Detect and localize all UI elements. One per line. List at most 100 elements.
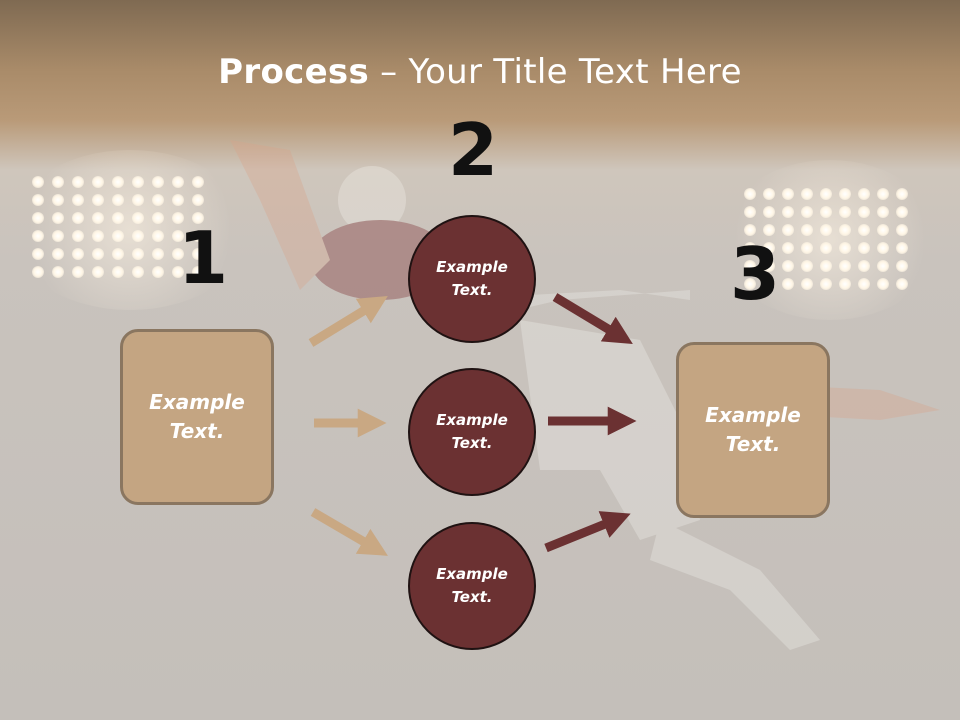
bottom-circle-text: Example Text. (436, 565, 508, 606)
stadium-light-dot (896, 206, 908, 218)
stadium-light-dot (820, 278, 832, 290)
stadium-light-dot (801, 260, 813, 272)
step-number-3: 3 (730, 232, 781, 316)
stadium-light-dot (92, 176, 104, 188)
stadium-light-dot (896, 242, 908, 254)
stadium-light-dot (92, 212, 104, 224)
stadium-light-dot (172, 194, 184, 206)
stadium-light-dot (763, 278, 775, 290)
stadium-light-dot (132, 194, 144, 206)
stadium-light-dot (896, 224, 908, 236)
slide-title: Process – Your Title Text Here (0, 52, 960, 92)
stadium-light-dot (92, 248, 104, 260)
stadium-light-dot (192, 176, 204, 188)
stadium-light-dot (172, 176, 184, 188)
stadium-light-dot (112, 230, 124, 242)
stadium-light-dot (763, 206, 775, 218)
arrow-box-to-top-circle (308, 295, 388, 347)
stadium-light-dot (72, 194, 84, 206)
stadium-light-dot (763, 188, 775, 200)
stadium-light-dot (32, 212, 44, 224)
stadium-light-dot (132, 266, 144, 278)
stadium-light-dot (896, 188, 908, 200)
stadium-light-dot (744, 188, 756, 200)
stadium-light-dot (112, 176, 124, 188)
stadium-light-dot (820, 242, 832, 254)
stadium-light-dot (112, 248, 124, 260)
stadium-light-dot (820, 206, 832, 218)
stadium-light-dot (782, 278, 794, 290)
stadium-light-dot (52, 212, 64, 224)
stadium-light-dot (744, 224, 756, 236)
stadium-light-dot (72, 212, 84, 224)
stadium-light-dot (839, 260, 851, 272)
stadium-light-dot (839, 278, 851, 290)
stadium-light-dot (782, 206, 794, 218)
stadium-light-dot (72, 230, 84, 242)
stadium-light-dot (782, 224, 794, 236)
title-bold: Process (218, 52, 370, 92)
stadium-light-dot (192, 230, 204, 242)
top-example-circle[interactable]: Example Text. (408, 215, 536, 343)
step-number-1: 1 (178, 216, 229, 300)
stadium-light-dot (152, 176, 164, 188)
stadium-light-dot (896, 278, 908, 290)
stadium-light-dot (858, 206, 870, 218)
stadium-light-dot (763, 260, 775, 272)
stadium-light-dot (820, 224, 832, 236)
stadium-light-dot (801, 278, 813, 290)
left-box-text: Example Text. (149, 390, 245, 443)
stadium-light-dot (152, 248, 164, 260)
stadium-light-dot (132, 248, 144, 260)
stadium-light-dot (896, 260, 908, 272)
stadium-light-dot (112, 266, 124, 278)
stadium-light-dot (801, 242, 813, 254)
bottom-example-circle[interactable]: Example Text. (408, 522, 536, 650)
stadium-light-dot (782, 188, 794, 200)
stadium-light-dot (172, 230, 184, 242)
arrow-bottom-circle-to-box (544, 511, 631, 553)
stadium-light-dot (782, 260, 794, 272)
stadium-light-dot (782, 242, 794, 254)
stadium-light-dot (858, 188, 870, 200)
arrow-box-to-bottom-circle (310, 508, 388, 556)
stadium-light-dot (877, 224, 889, 236)
stadium-light-dot (801, 206, 813, 218)
stadium-light-dot (152, 230, 164, 242)
stadium-light-dot (839, 224, 851, 236)
stadium-light-dot (839, 206, 851, 218)
stadium-light-dot (839, 188, 851, 200)
stadium-light-dot (877, 260, 889, 272)
stadium-light-dot (112, 194, 124, 206)
stadium-light-dot (52, 176, 64, 188)
step-number-2: 2 (448, 108, 499, 192)
stadium-light-dot (858, 242, 870, 254)
stadium-light-dot (72, 266, 84, 278)
stadium-light-dot (72, 248, 84, 260)
stadium-light-dot (763, 224, 775, 236)
stadium-light-dot (858, 260, 870, 272)
stadium-light-dot (92, 266, 104, 278)
title-rest: – Your Title Text Here (369, 52, 742, 92)
stadium-light-dot (877, 206, 889, 218)
stadium-light-dot (858, 278, 870, 290)
stadium-light-dot (132, 212, 144, 224)
stadium-light-dot (112, 212, 124, 224)
stadium-light-dot (52, 194, 64, 206)
stadium-light-dot (52, 266, 64, 278)
stadium-light-dot (32, 266, 44, 278)
stadium-light-dot (744, 206, 756, 218)
stadium-light-dot (839, 242, 851, 254)
right-example-box[interactable]: Example Text. (676, 342, 830, 518)
stadium-light-dot (858, 224, 870, 236)
stadium-light-dot (172, 212, 184, 224)
left-light-glow (10, 150, 250, 310)
middle-example-circle[interactable]: Example Text. (408, 368, 536, 496)
left-example-box[interactable]: Example Text. (120, 329, 274, 505)
stadium-light-dot (744, 242, 756, 254)
stadium-light-dot (820, 188, 832, 200)
right-box-text: Example Text. (705, 403, 801, 456)
stadium-light-dot (763, 242, 775, 254)
